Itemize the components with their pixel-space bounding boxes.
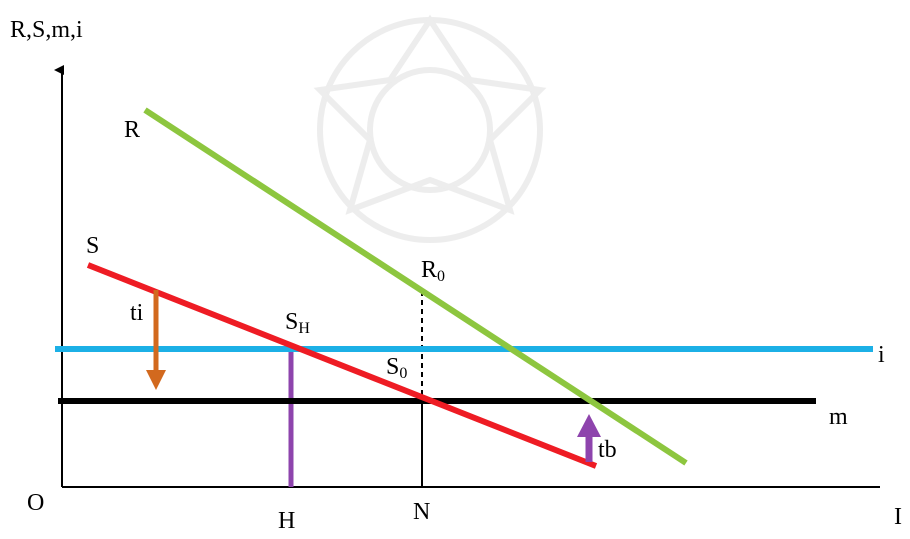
- point-r0-label: R0: [421, 257, 446, 285]
- tb-arrow: [577, 414, 601, 462]
- origin-label: O: [27, 490, 45, 516]
- r-line-label: R: [124, 117, 141, 143]
- point-sh-label: SH: [285, 309, 310, 337]
- x-axis-label: I: [894, 504, 902, 530]
- ti-arrow: [146, 290, 166, 390]
- s-line: [86, 262, 598, 469]
- n-tick-label: N: [413, 499, 431, 525]
- i-line-label: i: [878, 342, 885, 368]
- y-axis-label: R,S,m,i: [10, 17, 83, 43]
- m-line-label: m: [829, 404, 848, 430]
- watermark-ornament: [313, 14, 547, 243]
- h-tick-label: H: [278, 508, 296, 534]
- r-line: [143, 107, 688, 466]
- s-line-label: S: [86, 233, 100, 259]
- tb-arrow-label: tb: [598, 437, 617, 463]
- point-s0-label: S0: [386, 354, 408, 382]
- ti-arrow-label: ti: [130, 300, 144, 326]
